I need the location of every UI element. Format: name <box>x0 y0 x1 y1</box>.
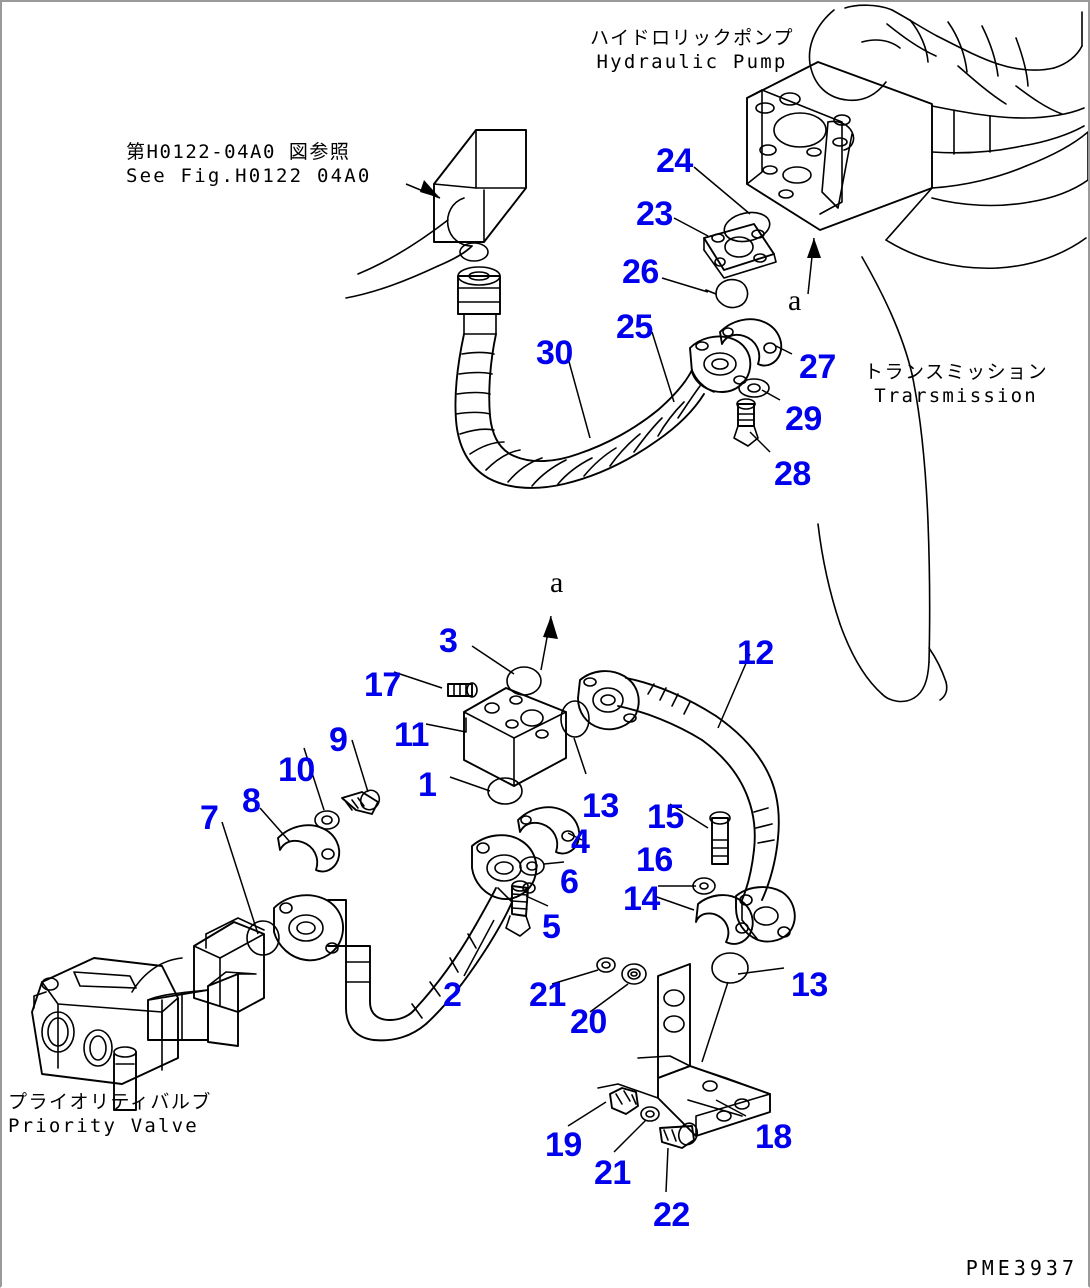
callout-number-28: 28 <box>774 455 811 493</box>
callout-number-24: 24 <box>656 142 693 180</box>
caption-transmission-jp: トランスミッション <box>864 361 1049 383</box>
section-arrow-lower <box>540 615 558 671</box>
callout-number-21: 21 <box>529 976 566 1014</box>
callout-number-9: 9 <box>329 721 348 759</box>
section-arrow-upper <box>807 237 821 295</box>
callout-number-26: 26 <box>622 253 659 291</box>
callout-number-4: 4 <box>571 823 590 861</box>
callout-number-10: 10 <box>278 751 315 789</box>
caption-priority-valve: プライオリティバルブ Priority Valve <box>8 1090 212 1139</box>
hydraulic-pump-drawing <box>746 4 1088 703</box>
o-rings-and-small-parts <box>246 666 754 984</box>
callout-number-13: 13 <box>582 787 619 825</box>
bracket-18-drawing <box>596 957 771 1149</box>
callout-number-11: 11 <box>394 716 429 754</box>
callout-number-27: 27 <box>799 348 836 386</box>
callout-number-8: 8 <box>242 782 261 820</box>
callout-number-15: 15 <box>647 798 684 836</box>
callout-number-7: 7 <box>200 799 219 837</box>
callout-number-18: 18 <box>755 1118 792 1156</box>
upper-hose-assembly <box>345 129 783 489</box>
callout-number-19: 19 <box>545 1126 582 1164</box>
caption-hydraulic-pump-jp: ハイドロリックポンプ <box>590 27 795 49</box>
callout-number-1: 1 <box>418 766 437 804</box>
valve-block-11-drawing <box>463 687 567 787</box>
leader-lines <box>221 166 793 1193</box>
section-mark-a-lower: a <box>550 566 564 599</box>
figure-reference-note: 第H0122-04A0 図参照 See Fig.H0122 04A0 <box>126 140 372 189</box>
callout-number-3: 3 <box>439 622 458 660</box>
callout-number-25: 25 <box>616 308 653 346</box>
priority-valve-drawing <box>31 917 265 1111</box>
callout-number-17: 17 <box>364 666 401 704</box>
tube-2-drawing <box>273 834 538 1042</box>
callout-number-29: 29 <box>785 400 822 438</box>
figure-reference-note-en: See Fig.H0122 04A0 <box>126 165 372 188</box>
caption-priority-valve-en: Priority Valve <box>8 1115 199 1138</box>
callout-number-22: 22 <box>653 1196 690 1234</box>
caption-transmission-en: Trarsmission <box>874 385 1038 408</box>
callout-number-30: 30 <box>536 334 573 372</box>
callout-number-13b: 13 <box>791 966 828 1004</box>
callout-number-14: 14 <box>623 880 660 918</box>
caption-hydraulic-pump: ハイドロリックポンプ Hydraulic Pump <box>590 26 794 75</box>
caption-transmission: トランスミッション Trarsmission <box>864 360 1048 409</box>
section-mark-a-upper: a <box>788 284 802 317</box>
caption-hydraulic-pump-en: Hydraulic Pump <box>596 51 788 74</box>
callout-number-23: 23 <box>636 195 673 233</box>
figure-reference-note-jp: 第H0122-04A0 図参照 <box>126 141 351 163</box>
callout-number-16: 16 <box>636 841 673 879</box>
figure-code: PME3937 <box>965 1256 1078 1280</box>
callout-number-12: 12 <box>737 634 774 672</box>
callout-number-5: 5 <box>542 908 561 946</box>
caption-priority-valve-jp: プライオリティバルブ <box>8 1091 212 1113</box>
callout-number-20: 20 <box>570 1003 607 1041</box>
callout-number-21b: 21 <box>594 1154 631 1192</box>
callout-number-2: 2 <box>443 976 462 1014</box>
tube-12-drawing <box>577 670 796 943</box>
callout-number-6: 6 <box>560 863 579 901</box>
